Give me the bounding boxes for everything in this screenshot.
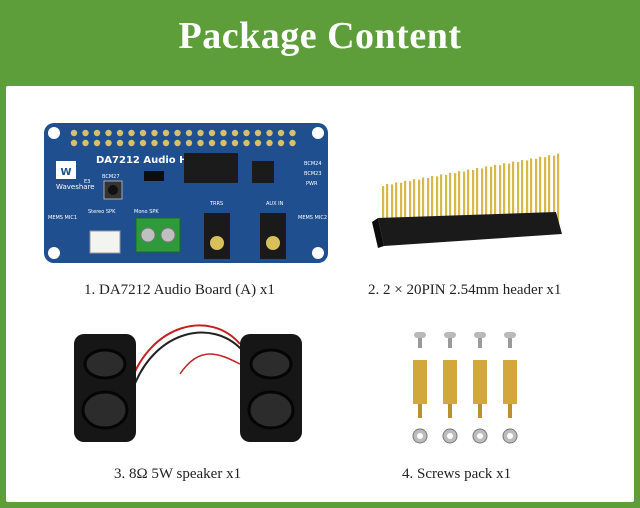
screw-head [414, 332, 426, 338]
board-pcb [44, 123, 328, 263]
brass-standoff [443, 360, 457, 404]
svg-text:Mono SPK: Mono SPK [134, 209, 159, 215]
board-model-label: DA7212 Audio HAT [96, 155, 201, 166]
header-pins [382, 153, 560, 224]
screw-head [504, 332, 516, 338]
svg-text:AUX IN: AUX IN [266, 201, 284, 207]
brass-standoff [413, 360, 427, 404]
brass-standoff [503, 360, 517, 404]
pin-header-image [372, 153, 562, 248]
pin-header-item [366, 146, 566, 258]
audio-board-image: W Waveshare DA7212 Audio HAT BCM27 Stere… [44, 123, 328, 263]
brand-label: Waveshare [56, 183, 95, 191]
screws-item [406, 330, 532, 448]
svg-text:MEMS MIC2: MEMS MIC2 [298, 215, 327, 221]
svg-text:TRRS: TRRS [209, 201, 223, 207]
amp-chip [252, 161, 274, 183]
svg-text:MEMS MIC1: MEMS MIC1 [48, 215, 77, 221]
svg-text:Stereo SPK: Stereo SPK [88, 209, 116, 215]
caption-speaker: 3. 8Ω 5W speaker x1 [114, 466, 242, 482]
caption-screws: 4. Screws pack x1 [402, 466, 512, 482]
screw-head [444, 332, 456, 338]
content-panel: W Waveshare DA7212 Audio HAT BCM27 Stere… [6, 86, 634, 502]
waveshare-logo-icon [56, 161, 76, 179]
speaker-item [70, 314, 306, 444]
caption-header: 2. 2 × 20PIN 2.54mm header x1 [368, 282, 562, 298]
gpio-pad-row [70, 129, 296, 147]
header-body [378, 212, 562, 246]
speaker-image [74, 324, 302, 442]
svg-text:E3: E3 [84, 179, 90, 185]
svg-text:BCM27: BCM27 [102, 174, 120, 180]
screws-set [412, 332, 518, 444]
reset-button-icon [108, 185, 118, 195]
caption-board: 1. DA7212 Audio Board (A) x1 [84, 282, 275, 298]
svg-text:W: W [60, 167, 71, 178]
screws-image [412, 332, 518, 444]
brass-standoff [473, 360, 487, 404]
svg-text:BCM24: BCM24 [304, 161, 322, 167]
audio-board-item: W Waveshare DA7212 Audio HAT BCM27 Stere… [44, 123, 328, 263]
svg-text:PWR: PWR [306, 181, 318, 187]
screw-head [474, 332, 486, 338]
codec-chip [184, 153, 238, 183]
stereo-speaker-connector [89, 230, 121, 254]
page-title: Package Content [178, 15, 462, 57]
svg-text:BCM23: BCM23 [304, 171, 322, 177]
